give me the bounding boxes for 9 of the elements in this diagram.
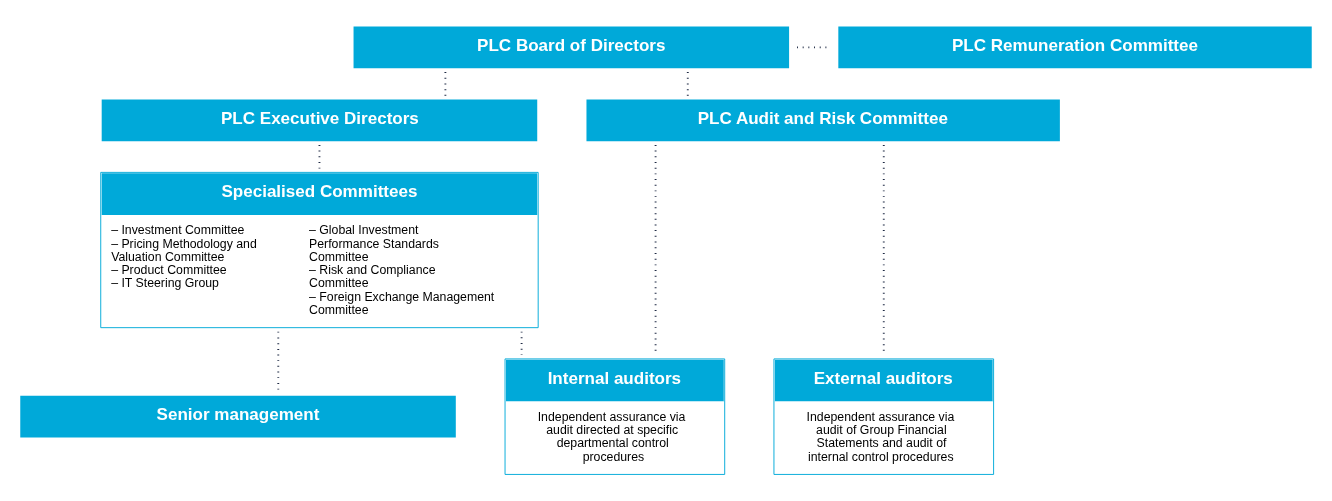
connector	[444, 71, 447, 97]
node-box: PLC Executive Directors	[101, 99, 538, 142]
node-box: PLC Remuneration Committee	[838, 26, 1312, 69]
node-box: PLC Audit and Risk Committee	[586, 99, 1060, 142]
connector	[277, 330, 280, 393]
connector	[686, 71, 689, 97]
node-box: Senior management	[20, 395, 456, 438]
node-box: PLC Board of Directors	[353, 26, 790, 69]
connector	[520, 330, 523, 356]
